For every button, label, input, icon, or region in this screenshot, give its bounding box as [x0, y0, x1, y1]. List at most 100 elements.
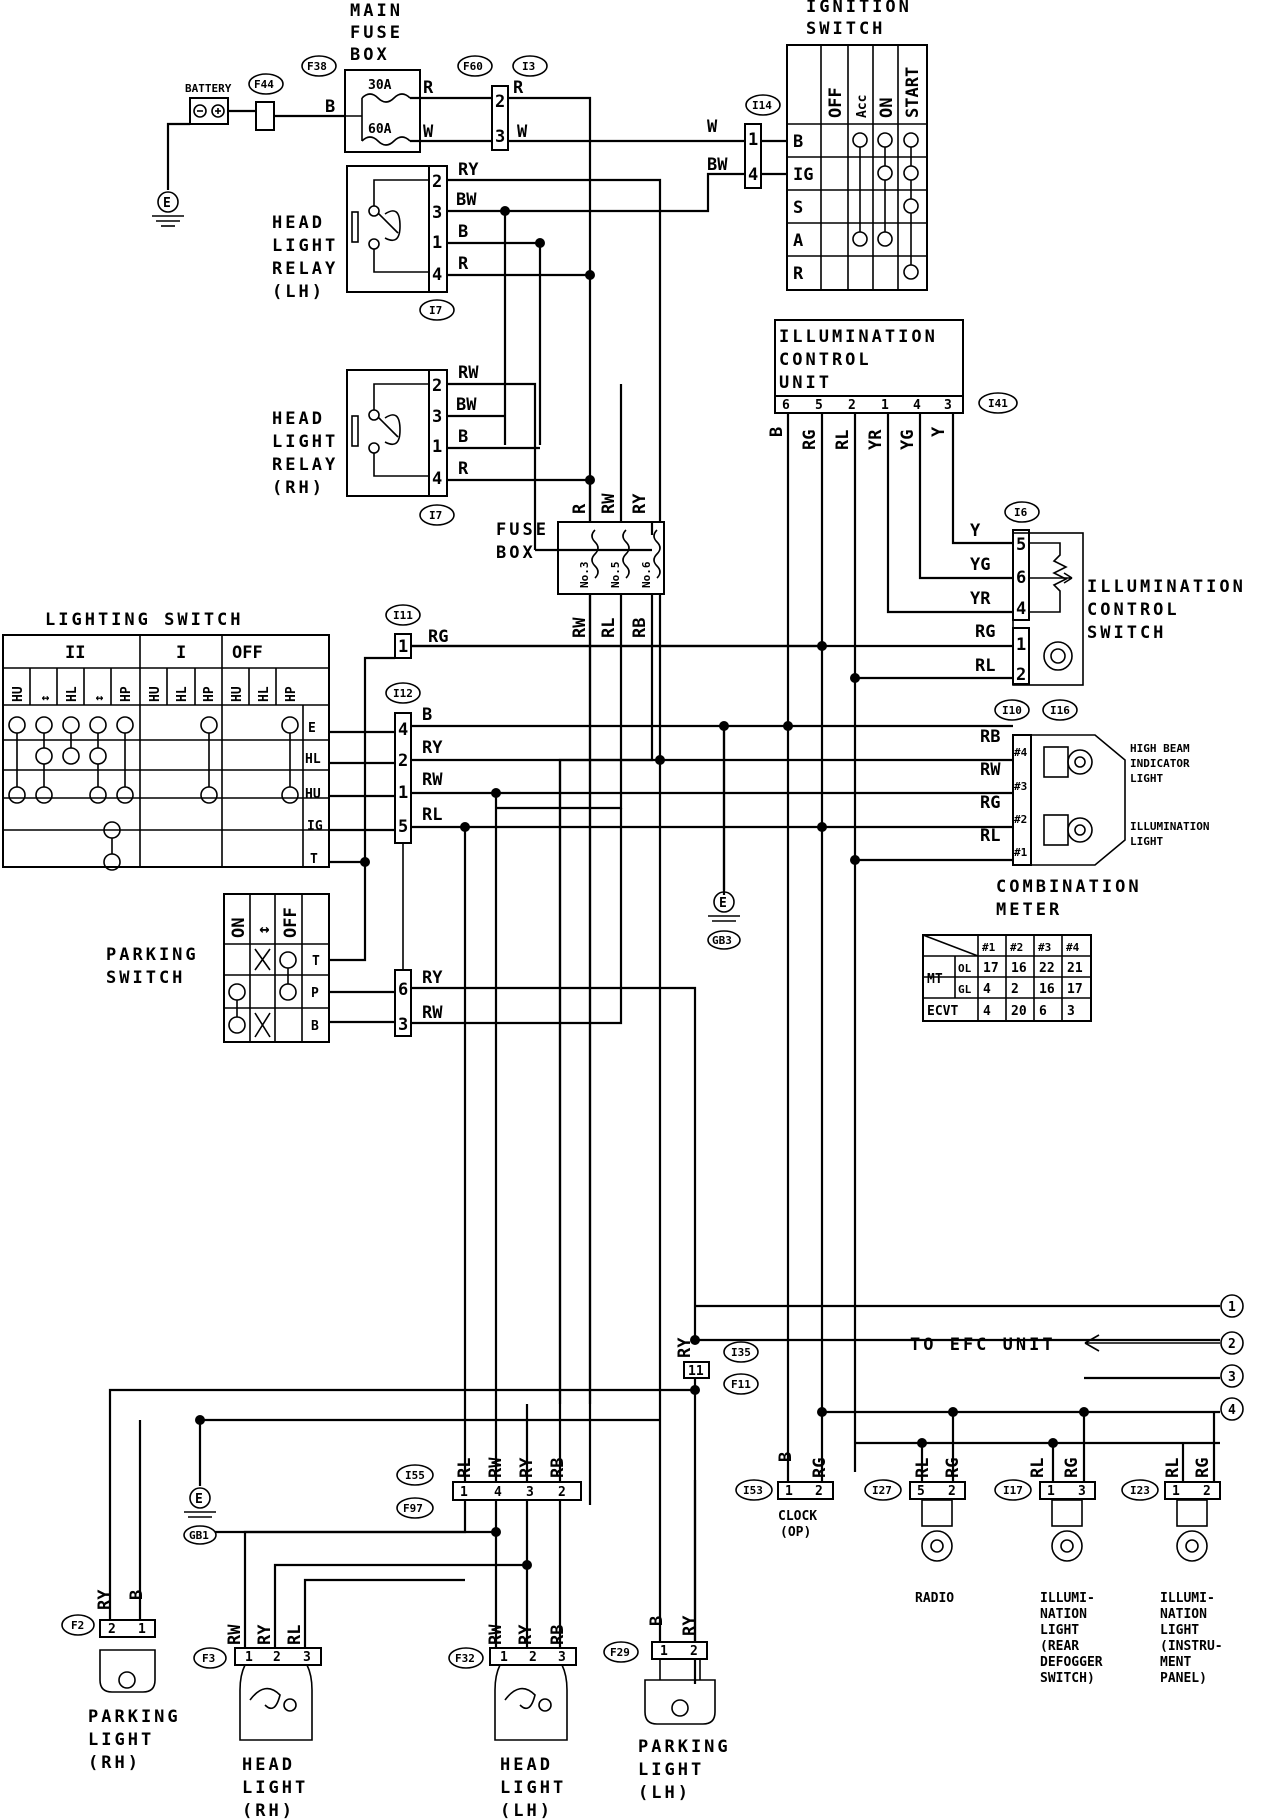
svg-text:OFF: OFF	[232, 643, 263, 663]
svg-text:SWITCH: SWITCH	[106, 968, 185, 988]
svg-text:1: 1	[500, 1650, 508, 1665]
svg-text:GB3: GB3	[712, 934, 732, 947]
svg-text:LIGHT: LIGHT	[500, 1778, 566, 1798]
svg-text:PARKING: PARKING	[88, 1707, 181, 1727]
svg-text:↕: ↕	[254, 925, 274, 935]
svg-text:GB1: GB1	[189, 1529, 209, 1542]
svg-text:I27: I27	[872, 1484, 892, 1497]
svg-text:1: 1	[1047, 1484, 1055, 1499]
svg-text:2: 2	[690, 1644, 698, 1659]
svg-text:I3: I3	[522, 60, 535, 73]
svg-text:21: 21	[1067, 961, 1083, 976]
battery: BATTERY	[185, 82, 232, 125]
svg-text:CLOCK: CLOCK	[778, 1509, 817, 1524]
svg-text:MENT: MENT	[1160, 1655, 1191, 1670]
svg-text:2: 2	[529, 1650, 537, 1665]
svg-text:2: 2	[815, 1484, 823, 1499]
svg-text:F32: F32	[455, 1652, 475, 1665]
svg-text:HU: HU	[230, 686, 245, 702]
connector-F60-I3: F60 I3 23	[457, 55, 548, 151]
svg-text:RG: RG	[810, 1458, 830, 1478]
svg-text:17: 17	[1067, 982, 1083, 997]
svg-text:B: B	[127, 1590, 147, 1600]
svg-text:I55: I55	[405, 1469, 425, 1482]
svg-text:RB: RB	[630, 618, 650, 638]
svg-text:RG: RG	[975, 622, 995, 642]
svg-text:RY: RY	[516, 1624, 536, 1645]
illumination-control-unit: ILLUMINATION CONTROL UNIT 6 5 2 1 4 3 I4…	[774, 319, 1018, 414]
svg-text:RELAY: RELAY	[272, 259, 338, 279]
svg-text:1: 1	[881, 398, 889, 413]
svg-text:#1: #1	[1014, 846, 1028, 859]
svg-text:(LH): (LH)	[500, 1801, 553, 1820]
svg-text:1: 1	[398, 783, 408, 803]
svg-text:B: B	[458, 427, 468, 447]
svg-text:LIGHT: LIGHT	[638, 1760, 704, 1780]
svg-text:5: 5	[815, 398, 823, 413]
svg-text:1: 1	[660, 1644, 668, 1659]
connector-I12: I12 42 15 63	[385, 682, 421, 1037]
svg-text:BW: BW	[456, 190, 477, 210]
svg-text:3: 3	[1067, 1004, 1075, 1019]
svg-text:S: S	[793, 198, 803, 218]
svg-text:1: 1	[245, 1650, 253, 1665]
svg-text:LIGHT: LIGHT	[1040, 1623, 1079, 1638]
ground-GB3: E GB3	[707, 726, 741, 950]
svg-text:(LH): (LH)	[272, 282, 325, 302]
svg-text:GL: GL	[958, 983, 972, 996]
ground-symbol: E	[152, 191, 184, 227]
svg-text:RY: RY	[95, 1589, 115, 1610]
svg-text:P: P	[311, 986, 319, 1001]
svg-text:No.6: No.6	[640, 561, 653, 588]
svg-text:B: B	[325, 97, 335, 117]
svg-text:PARKING: PARKING	[106, 945, 199, 965]
svg-text:R: R	[793, 264, 804, 284]
svg-text:HEAD: HEAD	[272, 213, 325, 233]
svg-text:LIGHT: LIGHT	[1160, 1623, 1199, 1638]
svg-text:FUSE: FUSE	[350, 23, 403, 43]
illumination-control-switch: I6 564 12 ILLUMINATION CONTROL SWITCH	[1004, 501, 1246, 686]
pin-assignment-table: #1 #2 #3 #4 MT OL GL ECVT 17 16 22 21 4 …	[922, 934, 1092, 1022]
svg-text:1: 1	[460, 1485, 468, 1500]
svg-text:T: T	[312, 954, 320, 969]
svg-text:5: 5	[398, 817, 408, 837]
svg-text:LIGHT: LIGHT	[88, 1730, 154, 1750]
svg-text:1: 1	[432, 437, 442, 457]
svg-text:METER: METER	[996, 900, 1062, 920]
svg-text:IG: IG	[793, 165, 813, 185]
svg-text:INDICATOR: INDICATOR	[1130, 757, 1190, 770]
svg-text:ILLUMI-: ILLUMI-	[1040, 1591, 1095, 1606]
svg-text:SWITCH: SWITCH	[806, 19, 885, 39]
line-markers: 1 2 3 4	[1220, 1294, 1244, 1421]
svg-text:E: E	[163, 196, 171, 211]
svg-text:A: A	[793, 231, 803, 251]
svg-text:ILLUMINATION: ILLUMINATION	[1087, 577, 1246, 597]
svg-text:3: 3	[526, 1485, 534, 1500]
svg-text:Y: Y	[929, 426, 949, 437]
svg-text:17: 17	[983, 961, 999, 976]
lighting-switch: LIGHTING SWITCH II I OFF HU ↕ HL ↕ HP HU…	[2, 610, 330, 871]
svg-text:YR: YR	[970, 589, 991, 609]
svg-text:2: 2	[398, 751, 408, 771]
svg-text:MT: MT	[927, 972, 943, 987]
svg-text:1: 1	[785, 1484, 793, 1499]
svg-text:LIGHT: LIGHT	[1130, 835, 1163, 848]
svg-text:#4: #4	[1066, 941, 1080, 954]
svg-text:RELAY: RELAY	[272, 455, 338, 475]
svg-text:I23: I23	[1130, 1484, 1150, 1497]
svg-text:RL: RL	[599, 618, 619, 638]
svg-text:11: 11	[688, 1364, 704, 1379]
svg-text:NATION: NATION	[1160, 1607, 1207, 1622]
svg-text:W: W	[517, 122, 528, 142]
svg-text:RL: RL	[980, 826, 1000, 846]
svg-text:3: 3	[398, 1015, 408, 1035]
svg-text:3: 3	[432, 203, 442, 223]
svg-text:I10: I10	[1002, 704, 1022, 717]
svg-text:CONTROL: CONTROL	[1087, 600, 1180, 620]
svg-text:HL: HL	[175, 686, 190, 702]
svg-text:F97: F97	[403, 1502, 423, 1515]
svg-text:B: B	[647, 1616, 667, 1626]
svg-text:I35: I35	[731, 1346, 751, 1359]
svg-text:DEFOGGER: DEFOGGER	[1040, 1655, 1103, 1670]
